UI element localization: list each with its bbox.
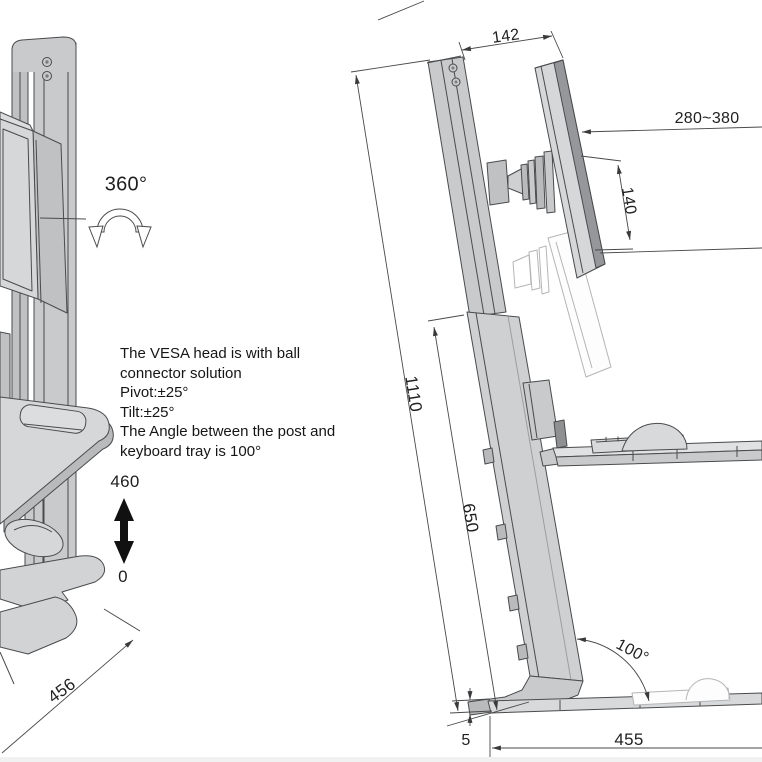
left-monitor <box>0 111 68 314</box>
dim-142 <box>458 30 564 61</box>
right-view-dimensions <box>350 0 762 757</box>
mouse <box>621 422 688 452</box>
monitor-back-face <box>0 118 39 300</box>
post-carriage <box>466 311 584 682</box>
sheet-edge <box>0 757 762 762</box>
dim-455 <box>489 716 762 757</box>
right-view-drawing <box>426 55 762 716</box>
dim-label-460: 460 <box>110 472 140 491</box>
arrowhead-icon <box>136 225 152 249</box>
clip <box>482 447 495 465</box>
dim-label-455: 455 <box>614 730 644 749</box>
left-keyboard-tray <box>0 396 114 558</box>
rotation-indicator <box>39 208 152 249</box>
rotation-label: 360° <box>104 173 148 196</box>
monitor-ghost <box>512 230 612 378</box>
dim-label-142: 142 <box>491 26 521 47</box>
keyboard-tray-ghost <box>631 678 731 706</box>
mouse-ghost <box>685 678 730 701</box>
arrowhead-icon <box>88 225 104 249</box>
clip <box>516 643 529 661</box>
dim-label-280-380: 280~380 <box>674 110 740 127</box>
angle-100 <box>576 637 650 702</box>
height-adjust-arrow <box>114 498 134 564</box>
post-top-cap <box>11 36 77 72</box>
mouse <box>4 518 64 558</box>
dim-140 <box>580 155 634 251</box>
vesa-ball-joint <box>486 150 556 214</box>
dim-456 <box>1 608 141 754</box>
clip <box>507 594 520 612</box>
tray-clip <box>553 419 568 449</box>
dim-label-0: 0 <box>118 567 128 586</box>
base-lower-plate <box>0 596 78 655</box>
clip <box>495 523 508 541</box>
rotation-arc <box>96 208 144 233</box>
leader-line <box>39 217 87 220</box>
base-upper-plate <box>0 555 106 612</box>
tray-item <box>19 404 87 434</box>
dim-650 <box>427 314 498 711</box>
right-monitor <box>534 59 606 279</box>
tray-bracket <box>0 331 11 401</box>
dim-label-5: 5 <box>461 732 471 749</box>
misc-line <box>377 0 425 21</box>
spec-note: The VESA head is with ball connector sol… <box>120 345 336 460</box>
left-view-drawing <box>0 36 114 685</box>
right-keyboard-tray <box>522 379 762 467</box>
dim-5 <box>449 688 493 726</box>
dim-280-380 <box>581 126 762 254</box>
